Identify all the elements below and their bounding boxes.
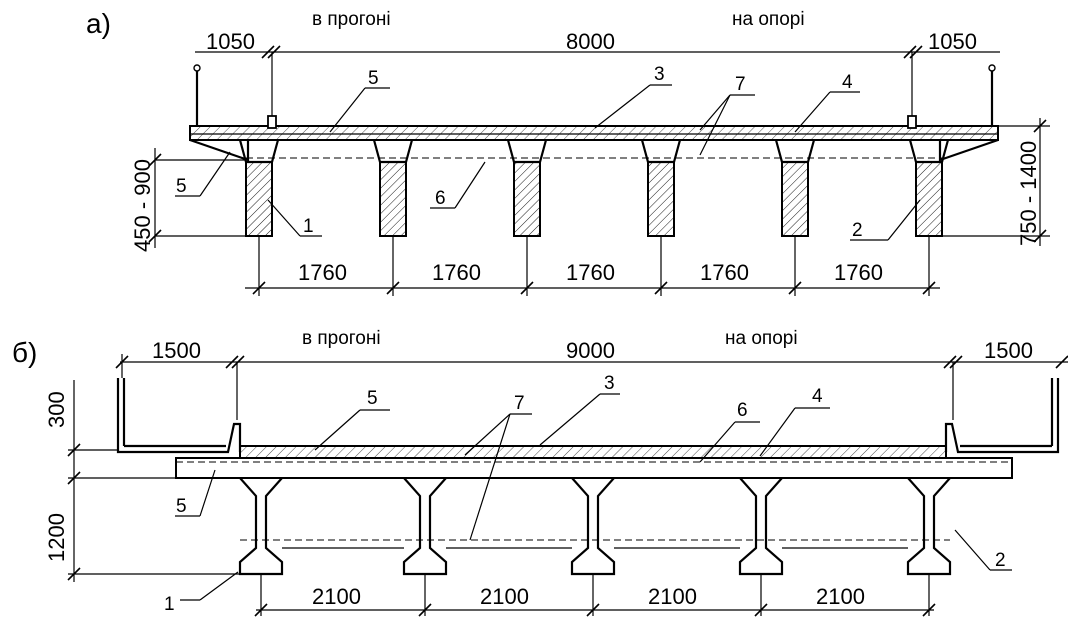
- section-a-dim-right: 1050: [928, 29, 977, 54]
- section-b-dim-height-main: 1200: [44, 513, 69, 562]
- section-a-dim-total: 8000: [566, 29, 615, 54]
- section-a-girder: [379, 161, 407, 237]
- section-b-label-7: 7: [514, 393, 525, 414]
- section-b-label-1: 1: [164, 594, 175, 615]
- section-a-girder: [647, 161, 675, 237]
- section-a-girder: [781, 161, 809, 237]
- section-a-girder: [915, 161, 943, 237]
- section-a-caption-span: в прогоні: [312, 9, 391, 30]
- section-a-label-3: 3: [654, 64, 665, 85]
- section-b-height-dimensions: 300 1200: [44, 380, 240, 582]
- section-a-spacing-2: 1760: [432, 260, 481, 285]
- section-b-label: б): [12, 337, 37, 368]
- section-b-dim-right: 1500: [984, 338, 1033, 363]
- section-b-girders: [238, 477, 952, 576]
- section-b-label-5-left: 5: [176, 496, 187, 517]
- section-a-girders: [238, 139, 950, 237]
- section-b-label-6: 6: [737, 400, 748, 421]
- section-a-height-dimensions: 450 - 900 750 - 1400: [130, 118, 1050, 252]
- section-b-label-2: 2: [995, 550, 1006, 571]
- section-a-spacing-dimensions: 1760 1760 1760 1760 1760: [245, 236, 940, 296]
- section-b-spacing-2: 2100: [480, 584, 529, 609]
- section-b-dim-left: 1500: [152, 338, 201, 363]
- section-b-spacing-1: 2100: [312, 584, 361, 609]
- section-b-spacing-4: 2100: [816, 584, 865, 609]
- section-b-caption-span: в прогоні: [302, 328, 381, 349]
- section-b-deck-slab: [175, 445, 1013, 479]
- section-a-label-4: 4: [842, 72, 853, 93]
- section-a-dim-height-right: 750 - 1400: [1016, 141, 1041, 246]
- section-b: б) в прогоні на опорі 1500 9000 1500: [12, 328, 1068, 617]
- section-a-label-5-left: 5: [176, 176, 187, 197]
- section-a-dim-left: 1050: [206, 29, 255, 54]
- section-b-label-5-top: 5: [367, 388, 378, 409]
- section-b-spacing-dimensions: 2100 2100 2100 2100: [254, 574, 936, 617]
- section-a-dim-height-left: 450 - 900: [130, 159, 155, 252]
- section-a-label-5-top: 5: [368, 68, 379, 89]
- section-b-top-dimension: 1500 9000 1500: [115, 338, 1068, 420]
- section-a-label-2: 2: [852, 220, 863, 241]
- section-a-spacing-4: 1760: [700, 260, 749, 285]
- section-b-dim-height-top: 300: [44, 391, 69, 428]
- section-a-deck-slab: [189, 115, 999, 162]
- section-a-spacing-1: 1760: [298, 260, 347, 285]
- section-a: а) в прогоні на опорі 1050 8000 1050: [86, 8, 1050, 296]
- section-b-sidewalks: [116, 378, 1060, 454]
- section-a-caption-support: на опорі: [732, 9, 805, 30]
- section-b-caption-support: на опорі: [725, 328, 798, 349]
- section-b-label-4: 4: [812, 386, 823, 407]
- section-a-label-6: 6: [435, 188, 446, 209]
- section-a-label-7: 7: [735, 74, 746, 95]
- section-b-label-3: 3: [604, 373, 615, 394]
- section-b-dim-total: 9000: [566, 338, 615, 363]
- section-a-label-1: 1: [303, 216, 314, 237]
- section-b-callouts: 5 3 7 6 4 5 1 2: [164, 373, 1012, 615]
- section-a-girder: [245, 161, 273, 237]
- section-b-spacing-3: 2100: [648, 584, 697, 609]
- section-a-callouts: 5 3 7 4 5 6 1 2: [175, 64, 921, 241]
- section-a-label: а): [86, 8, 111, 39]
- section-a-railings: [193, 64, 996, 126]
- section-a-spacing-5: 1760: [834, 260, 883, 285]
- section-a-girder: [513, 161, 541, 237]
- section-a-top-dimension: 1050 8000 1050: [195, 29, 1000, 128]
- section-a-spacing-3: 1760: [566, 260, 615, 285]
